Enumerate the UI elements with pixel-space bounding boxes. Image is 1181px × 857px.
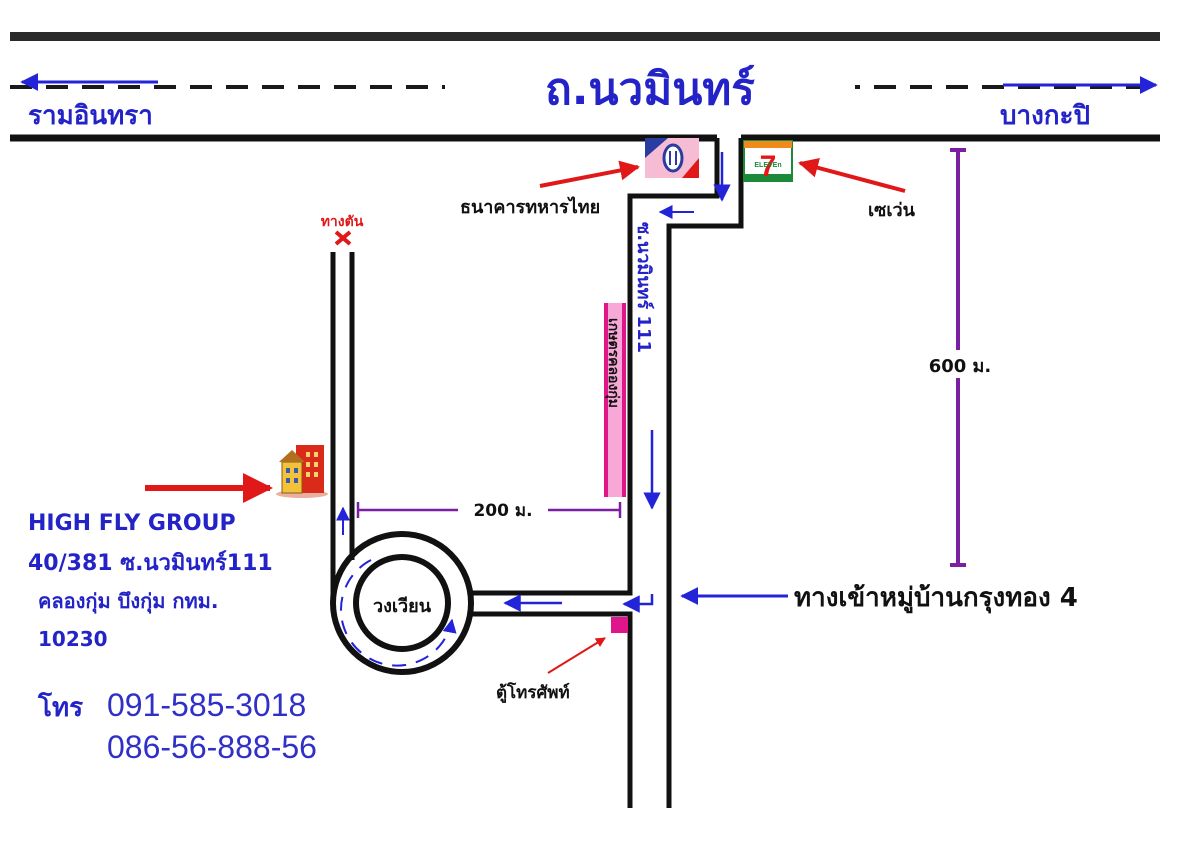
phone-number-1: 091-585-3018 (107, 687, 306, 723)
bank-pointer-arrow (539, 160, 640, 188)
company-address-line2: คลองกุ่ม บึงกุ่ม กทม. (38, 589, 218, 614)
right-direction-label: บางกะปิ (1000, 101, 1090, 131)
svg-text:7: 7 (760, 150, 777, 183)
seven-eleven-logo-text: ELEVEn (754, 162, 781, 169)
phone-booth-pointer-arrow (547, 637, 606, 674)
building-icon (276, 445, 328, 498)
side-sign (604, 303, 626, 497)
roundabout-label: วงเวียน (373, 596, 432, 617)
company-postcode: 10230 (38, 627, 108, 651)
main-road (10, 32, 1160, 142)
dead-end-x-icon (334, 230, 352, 246)
distance-200-label: 200 ม. (473, 501, 532, 521)
main-road-name: ถ.นวมินทร์ (545, 64, 755, 115)
side-road (470, 138, 744, 808)
side-sign-label: เกษตรคลองกุ่ม (605, 318, 621, 408)
phone-label: โทร (37, 691, 83, 723)
u-turn-arrow (622, 594, 654, 613)
dead-end-road (330, 252, 355, 608)
left-direction-label: รามอินทรา (28, 101, 153, 131)
entrance-label: ทางเข้าหมู่บ้านกรุงทอง 4 (794, 583, 1078, 614)
roundabout (330, 531, 562, 675)
side-road-name: ซ.นวมินทร์ 111 (633, 222, 655, 353)
phone-number-2: 086-56-888-56 (107, 729, 317, 765)
company-name: HIGH FLY GROUP (28, 511, 236, 536)
phone-booth-label: ตู้โทรศัพท์ (496, 682, 570, 704)
bank-label: ธนาคารทหารไทย (460, 196, 600, 218)
seven-eleven-logo-icon: 7 (743, 140, 793, 183)
phone-booth-icon (611, 617, 628, 633)
seven-eleven-pointer-arrow (798, 157, 906, 193)
distance-600-label: 600 ม. (929, 356, 992, 377)
bank-logo-icon (645, 138, 699, 178)
company-address-line1: 40/381 ซ.นวมินทร์111 (28, 550, 273, 576)
seven-eleven-label: เซเว่น (868, 200, 916, 221)
dead-end-label: ทางตัน (321, 214, 364, 230)
